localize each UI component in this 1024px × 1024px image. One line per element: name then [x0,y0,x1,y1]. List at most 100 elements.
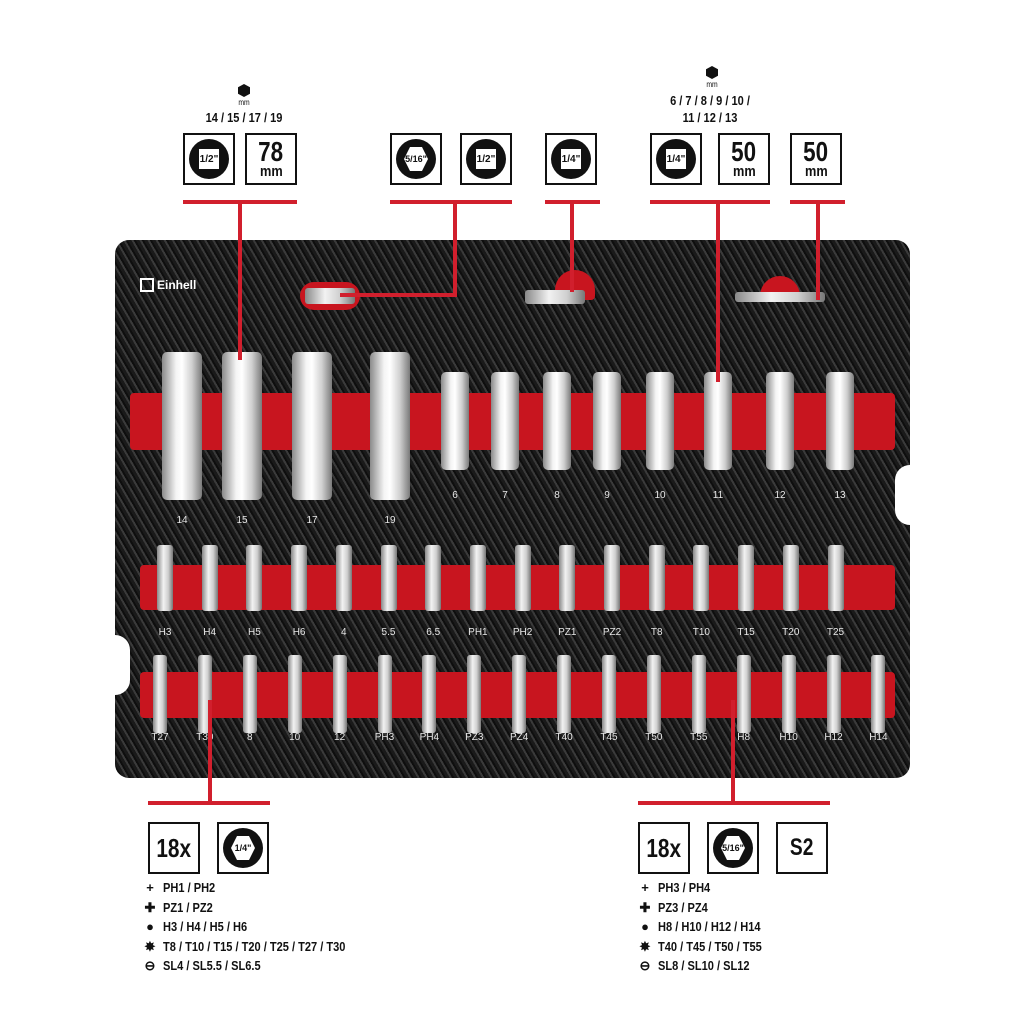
bit [738,545,755,611]
socket [222,352,262,500]
length-value: 50 [731,135,757,167]
drive-label: 1/2" [199,149,219,169]
bit-label: PZ1 [558,627,577,638]
bit-label: T20 [782,627,800,638]
bit [469,545,486,611]
extension-bar [735,292,825,302]
bit-label: 8 [247,732,253,743]
bit-label: 12 [334,732,346,743]
bit [422,655,437,733]
bit-type-row: ✚PZ1 / PZ2 [143,898,378,918]
adapter-from-label: 5/16" [404,147,428,171]
bit-label: H6 [292,627,306,638]
bit-label: T25 [826,627,845,638]
callout-line [238,200,242,360]
socket-size-label: 17 [306,515,318,526]
bit-label: T27 [151,732,169,743]
bit-label: 10 [289,732,301,743]
adapter-from-badge: 5/16" [390,133,442,185]
bit [781,655,796,733]
bit-label: H4 [203,627,217,638]
socket-size-label: 8 [554,490,560,501]
bit [425,545,442,611]
brand-text: Einhell [157,278,197,292]
adapter-to-label: 1/2" [476,149,496,169]
socket-size-label: 9 [604,490,610,501]
slotted-icon: ⊖ [639,958,651,973]
torx-icon: ✸ [639,938,651,954]
callout-line [453,200,457,297]
socket-sizes-large: 14 / 15 / 17 / 19 [205,110,283,125]
pozidriv-icon: ✚ [639,899,651,915]
bit-type-row: ⊖SL4 / SL5.5 / SL6.5 [143,956,378,976]
bit-drive-label: 1/4" [231,836,255,860]
bit-type-text: PH3 / PH4 [658,880,711,895]
bit-type-text: T8 / T10 / T15 / T20 / T25 / T27 / T30 [163,938,346,954]
socket [826,372,854,470]
pozidriv-icon: ✚ [144,899,156,915]
bit [291,545,308,611]
tray-notch [100,635,130,695]
socket-size-label: 19 [384,515,396,526]
bit-type-text: PH1 / PH2 [163,880,216,895]
socket [491,372,519,470]
socket-size-label: 6 [452,490,458,501]
bit [201,545,218,611]
socket-size-label: 12 [774,490,786,501]
bit-type-row: + PH1 / PH2 [143,878,378,898]
bit-type-row: ✸ T40 / T45 / T50 / T55 [638,937,780,957]
bit-label: H14 [869,732,888,743]
socket [704,372,732,470]
phillips-icon: + [641,880,649,895]
bit [871,655,886,733]
socket [766,372,794,470]
bit [557,655,572,733]
phillips-icon: + [146,880,154,895]
socket-size-label: 14 [176,515,188,526]
bit-label: 6.5 [426,627,441,638]
bit-label: T10 [692,627,710,638]
material-badge: S2 [776,822,828,874]
bit-label: T40 [555,732,573,743]
bit-label: T50 [645,732,663,743]
bit-label: PZ2 [602,627,622,638]
callout-line [650,200,770,204]
tray-notch [895,465,925,525]
length-value: 50 [803,135,829,167]
bit-drive-badge: 5/16" [707,822,759,874]
bit [827,545,844,611]
socket-size-label: 11 [712,490,724,501]
material-label: S2 [790,834,814,861]
socket-adapter [305,288,355,304]
bit-type-row: ⊖ SL8 / SL10 / SL12 [638,956,780,976]
drive-size-badge: 1/4" [650,133,702,185]
socket-size-label: 10 [654,490,666,501]
socket [162,352,202,500]
mm-label: mm [238,98,250,107]
socket [370,352,410,500]
length-unit: mm [259,162,283,180]
bit [826,655,841,733]
bit-count: 18x [156,833,192,863]
bit-list-right: +PH3 / PH4✚PZ3 / PZ4●H8 / H10 / H12 / H1… [638,878,780,976]
bit-label: PH4 [419,732,440,743]
bit [335,545,352,611]
socket [441,372,469,470]
callout-line [816,200,820,300]
mm-label: mm [706,80,718,89]
bit-label: PH3 [374,732,395,743]
hex-icon: ● [146,919,154,934]
bit [377,655,392,733]
bit-type-text: SL8 / SL10 / SL12 [658,958,750,973]
bit-drive-badge: 1/4" [217,822,269,874]
bit-type-text: SL4 / SL5.5 / SL6.5 [163,958,261,973]
bit-type-row: ✸ T8 / T10 / T15 / T20 / T25 / T27 / T30 [143,937,378,957]
torx-icon: ✸ [144,938,156,954]
bit-type-text: T40 / T45 / T50 / T55 [658,938,762,954]
ratchet-drive-badge: 1/4" [545,133,597,185]
socket [543,372,571,470]
bit [287,655,302,733]
bit-label: H8 [737,732,751,743]
